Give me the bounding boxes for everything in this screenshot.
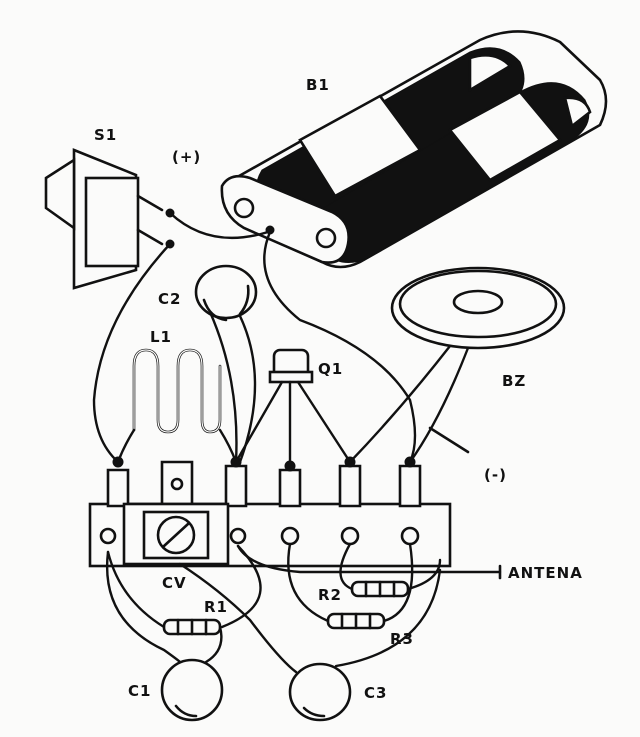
label-negative: (-) — [484, 466, 507, 484]
label-q1: Q1 — [318, 360, 343, 378]
resistor-r2 — [350, 580, 410, 598]
label-positive: (+) — [172, 148, 201, 166]
resistor-r3 — [326, 612, 386, 630]
variable-capacitor — [122, 460, 230, 566]
label-l1: L1 — [150, 328, 172, 346]
capacitor-c2 — [194, 264, 258, 322]
wiring — [92, 211, 502, 674]
battery-holder — [220, 30, 608, 269]
transistor-q1 — [268, 348, 314, 384]
label-c2: C2 — [158, 290, 181, 308]
capacitor-c3 — [288, 662, 352, 722]
coil-l1 — [132, 348, 222, 434]
label-s1: S1 — [94, 126, 117, 144]
label-r2: R2 — [318, 586, 342, 604]
label-r3: R3 — [390, 630, 414, 648]
label-c1: C1 — [128, 682, 151, 700]
label-antenna: ANTENA — [508, 564, 583, 582]
capacitor-c1 — [160, 658, 224, 722]
label-cv: CV — [162, 574, 187, 592]
piezo-buzzer — [390, 266, 566, 350]
label-bz: BZ — [502, 372, 526, 390]
slide-switch — [44, 148, 175, 290]
resistor-r1 — [162, 618, 222, 636]
label-b1: B1 — [306, 76, 330, 94]
label-r1: R1 — [204, 598, 228, 616]
label-c3: C3 — [364, 684, 387, 702]
